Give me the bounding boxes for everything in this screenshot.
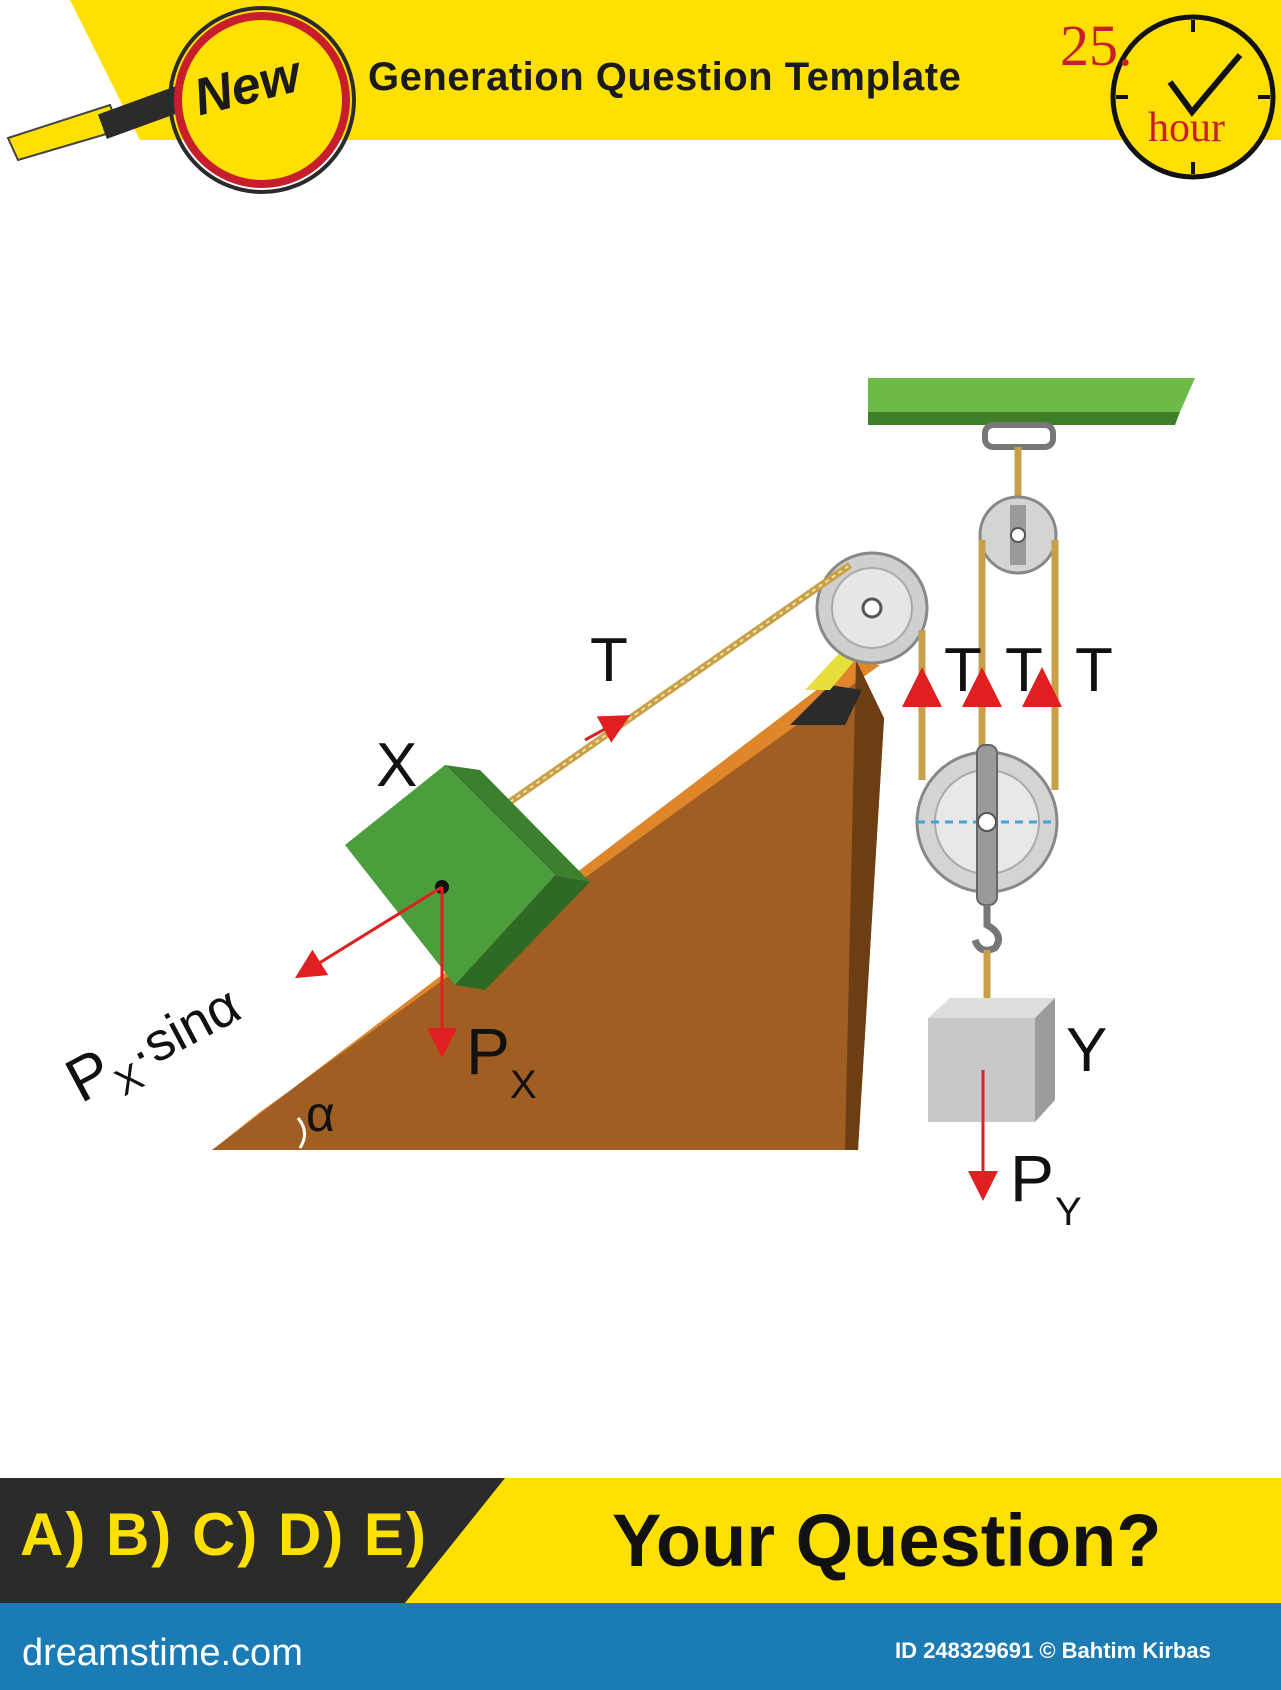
tension-label-1: T [944, 636, 982, 705]
incline-pulley [815, 551, 929, 665]
page-title: Generation Question Template [368, 55, 962, 99]
weight-y-sub: Y [1055, 1190, 1082, 1234]
top-pulley [978, 495, 1058, 575]
force-x-component [294, 885, 443, 979]
weight-y-main: P [1010, 1141, 1055, 1215]
header-band [6, 0, 1281, 194]
tension-arrow [584, 715, 631, 743]
block-y [928, 998, 1055, 1122]
clock-number: 25. [1060, 13, 1133, 78]
movable-pulley [915, 744, 1059, 906]
block-x-label: X [376, 731, 418, 800]
weight-x-main: P [466, 1014, 511, 1088]
footer-image-id: ID 248329691 © Bahtim Kirbas [895, 1638, 1211, 1663]
weight-x-sub: X [510, 1063, 537, 1107]
tension-label-2: T [1005, 636, 1043, 705]
block-x [345, 765, 590, 990]
block-y-label: Y [1066, 1016, 1108, 1085]
ceiling-beam [868, 378, 1195, 425]
diagram-art [212, 378, 1195, 1201]
question-prompt: Your Question? [612, 1499, 1162, 1582]
physics-diagram: T T T T X Y P X P Y α PX·sinα [0, 205, 1281, 1475]
tension-label-3: T [1075, 636, 1113, 705]
answer-options: A) B) C) D) E) [20, 1501, 428, 1568]
tension-label: T [590, 626, 628, 695]
clock-unit: hour [1148, 105, 1225, 151]
footer-brand[interactable]: dreamstime.com [22, 1632, 303, 1674]
footer [0, 1603, 1281, 1690]
angle-label: α [306, 1086, 335, 1142]
bottom-band [0, 1478, 1281, 1603]
